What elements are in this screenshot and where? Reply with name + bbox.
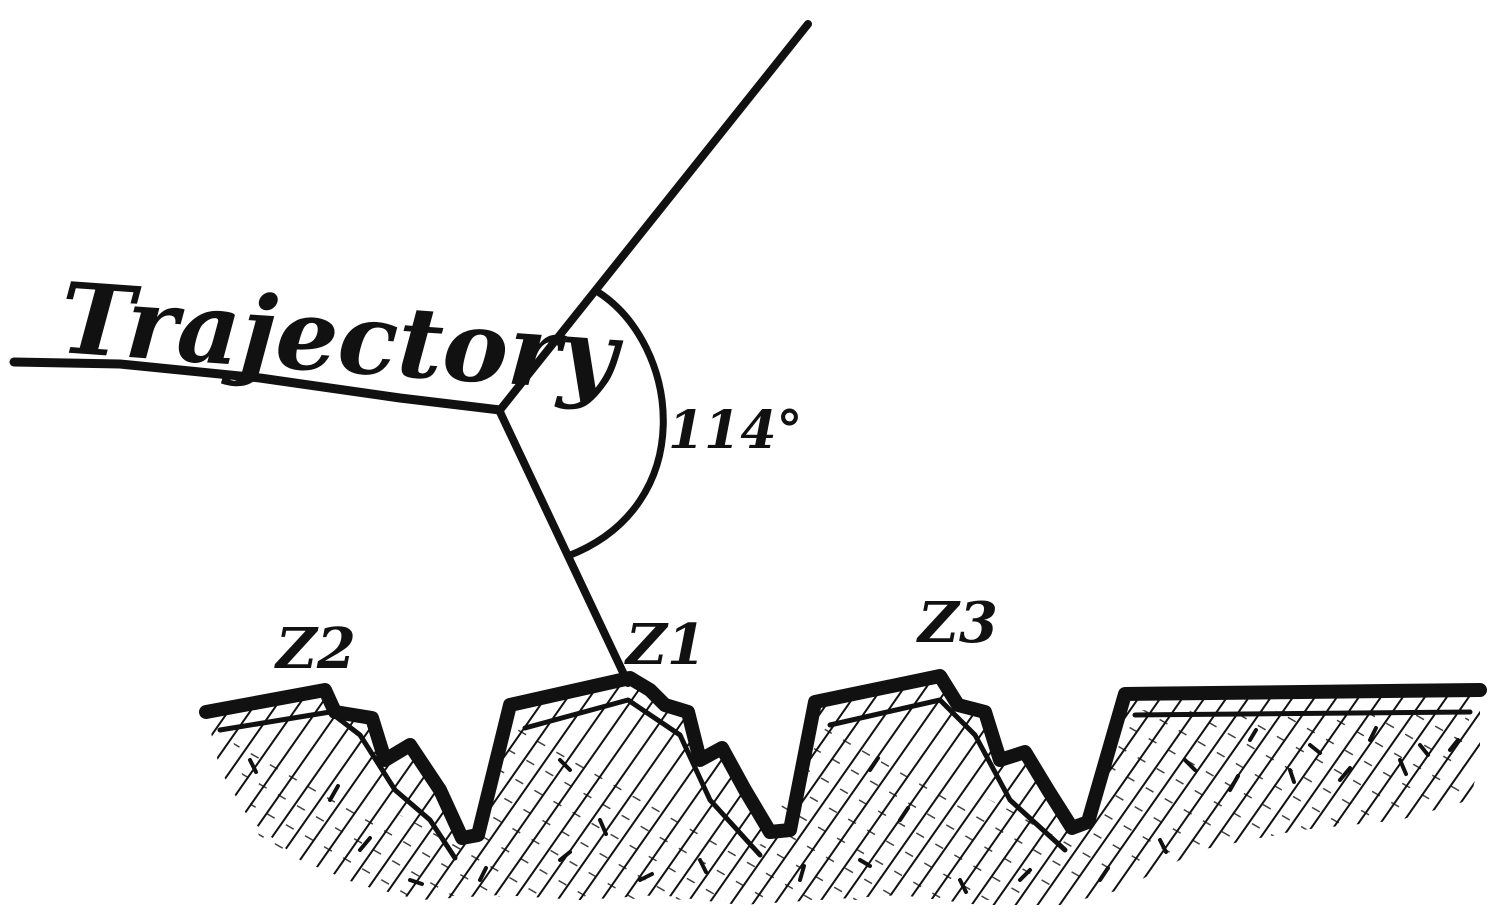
trajectory-label: Trajectory [56, 261, 626, 415]
impact-ray [496, 408, 632, 687]
terrain-fill-texture [230, 710, 1470, 900]
terrain-inner-contour [217, 697, 1473, 861]
angle-arc [564, 288, 667, 560]
z3-label: Z3 [916, 590, 998, 656]
upper-ray [496, 20, 812, 414]
terrain-edge [199, 669, 1487, 845]
terrain-profile [199, 669, 1487, 905]
terrain-stipple [248, 726, 1460, 894]
z2-label: Z2 [274, 616, 356, 682]
angle-label: 114° [668, 400, 803, 461]
trajectory-line [9, 357, 505, 415]
z1-label: Z1 [624, 612, 706, 678]
